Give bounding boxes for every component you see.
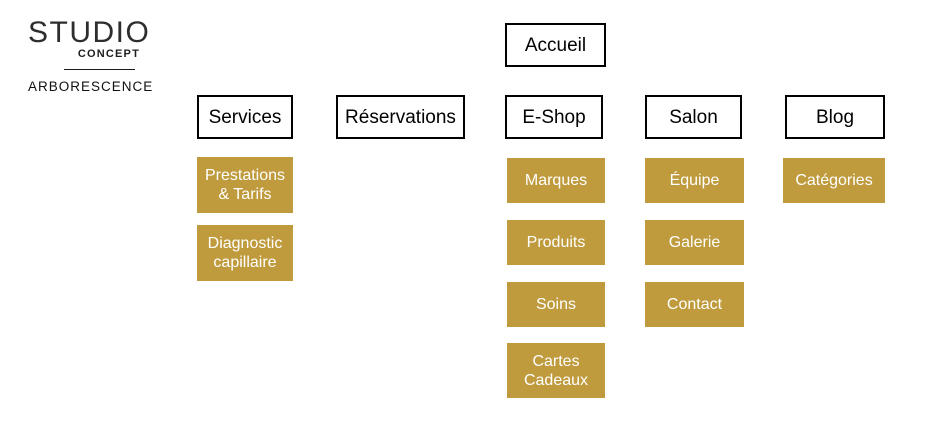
node-produits: Produits xyxy=(507,220,605,265)
node-galerie: Galerie xyxy=(645,220,744,265)
node-blog: Blog xyxy=(785,95,885,139)
node-marques: Marques xyxy=(507,158,605,203)
node-contact: Contact xyxy=(645,282,744,327)
node-eshop: E-Shop xyxy=(505,95,603,139)
node-diagnostic-capillaire: Diagnostic capillaire xyxy=(197,225,293,281)
node-equipe: Équipe xyxy=(645,158,744,203)
node-reservations: Réservations xyxy=(336,95,465,139)
brand-name: STUDIO xyxy=(28,16,151,49)
node-accueil: Accueil xyxy=(505,23,606,67)
node-salon: Salon xyxy=(645,95,742,139)
brand-logo: STUDIO CONCEPT ARBORESCENCE xyxy=(28,16,154,94)
node-soins: Soins xyxy=(507,282,605,327)
logo-divider xyxy=(64,69,135,70)
brand-subname: CONCEPT xyxy=(77,48,140,60)
node-prestations-tarifs: Prestations & Tarifs xyxy=(197,157,293,213)
node-categories: Catégories xyxy=(783,158,885,203)
node-services: Services xyxy=(197,95,293,139)
node-cartes-cadeaux: Cartes Cadeaux xyxy=(507,343,605,398)
diagram-title: ARBORESCENCE xyxy=(28,79,154,94)
